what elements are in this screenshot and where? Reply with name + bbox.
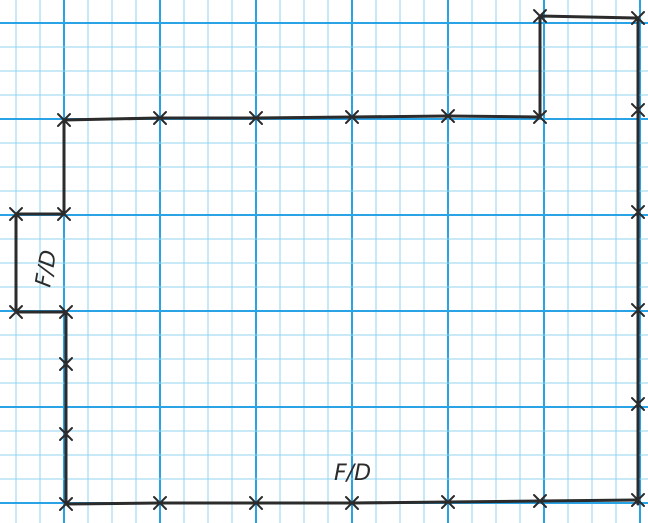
tick-mark: [631, 303, 645, 317]
tick-mark: [59, 427, 73, 441]
door-bump-left: [14, 212, 68, 314]
tick-mark: [441, 495, 455, 509]
tick-mark: [631, 397, 645, 411]
tick-mark: [441, 109, 455, 123]
tick-mark: [59, 497, 73, 511]
tick-mark: [9, 305, 23, 319]
tick-mark: [631, 493, 645, 507]
tick-mark: [631, 103, 645, 117]
tick-mark: [533, 9, 547, 23]
tick-mark: [631, 205, 645, 219]
tick-mark: [345, 110, 359, 124]
tick-mark: [153, 496, 167, 510]
tick-mark: [59, 357, 73, 371]
tick-mark: [533, 494, 547, 508]
tick-mark: [345, 496, 359, 510]
dimension-ticks: [9, 9, 645, 511]
bottom-door-label: F/D: [334, 461, 371, 486]
left-door-label: F/D: [31, 248, 62, 289]
tick-mark: [249, 111, 263, 125]
tick-mark: [533, 110, 547, 124]
tick-mark: [249, 496, 263, 510]
tick-mark: [631, 11, 645, 25]
tick-mark: [57, 207, 71, 221]
tick-mark: [59, 305, 73, 319]
tick-mark: [153, 111, 167, 125]
tick-mark: [57, 113, 71, 127]
tick-mark: [9, 207, 23, 221]
